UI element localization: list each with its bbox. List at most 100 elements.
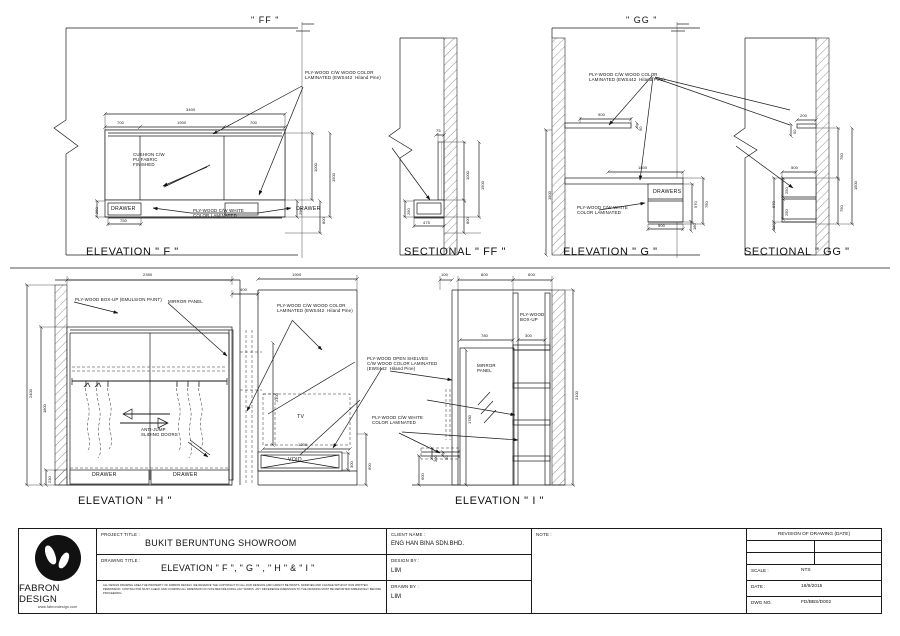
- view-title-elevation-h: ELEVATION " H ": [78, 495, 173, 507]
- project-title-value: BUKIT BERUNTUNG SHOWROOM: [145, 538, 297, 548]
- revision-divider: [814, 541, 815, 552]
- annotation-plywood-wood-g: PLY-WOOD C/W WOOD COLOR LAMINATED (EWS44…: [589, 72, 665, 83]
- company-url: www.fabrondesign.com: [37, 605, 78, 609]
- dim-ff-panel-height: 1000: [465, 171, 470, 180]
- label-drawer-f-right: DRAWER: [296, 206, 321, 212]
- label-drawer-h-left: DRAWER: [92, 472, 117, 478]
- dim-tv-width: 1200: [298, 442, 308, 447]
- dim-h-gap: 400: [240, 287, 247, 292]
- dim-gg-shelf-depth: 200: [800, 113, 807, 118]
- dim-gg-drawer-depth: 500: [791, 165, 798, 170]
- label-drawer-f-left: DRAWER: [111, 206, 136, 212]
- dim-gg-lower-height: 750: [839, 205, 844, 212]
- annotation-plywood-wood-tv: PLY-WOOD C/W WOOD COLOR LAMINATED (EWS44…: [277, 303, 353, 314]
- dim-g-wall-height: 1500: [547, 191, 552, 200]
- label-mirror-panel-i: MIRROR PANEL: [477, 363, 496, 374]
- drawing-title-row: DRAWING TITLE : ELEVATION " F ", " G " ,…: [97, 555, 386, 581]
- dim-f-drawer-height-left: 290: [94, 207, 99, 214]
- client-name-label: CLIENT NAME :: [391, 532, 426, 537]
- view-title-sectional-ff: SECTIONAL " FF ": [404, 246, 506, 258]
- dim-tv-void-height: 300: [349, 461, 354, 468]
- scale-row: SCALE : NTS: [747, 565, 881, 581]
- title-block-revision: REVISION OF DRAWING (DATE) SCALE : NTS D…: [747, 529, 881, 613]
- dim-g-drawer-width: 500: [658, 223, 665, 228]
- title-block-client: CLIENT NAME : ENG HAN BINA SDN.BHD. DESI…: [387, 529, 532, 613]
- design-by-value: LIM: [391, 568, 402, 574]
- dim-gg-shelf-thickness: 50: [792, 129, 797, 134]
- label-tv: TV: [297, 414, 305, 420]
- revision-divider: [814, 553, 815, 564]
- dim-h-width: 2390: [143, 272, 153, 277]
- dim-h-hanging-height: 1800: [42, 404, 47, 413]
- elevation-h-view: [25, 276, 260, 487]
- elevation-g-view: [544, 22, 791, 258]
- drawn-by-value: LIM: [391, 594, 402, 600]
- dim-g-plinth: 180: [692, 223, 697, 230]
- dim-i-d3: 600: [528, 272, 535, 277]
- dim-f-mid-bay: 1900: [177, 120, 187, 125]
- dim-g-shelf-thickness: 50: [638, 126, 643, 131]
- tv-bay-view: [239, 275, 383, 487]
- dim-i-d1: 100: [441, 272, 448, 277]
- dim-ff-drawer-depth: 475: [423, 220, 430, 225]
- dim-gg-overall-height: 1500: [853, 181, 858, 190]
- dim-f-seat-height: 1000: [313, 163, 318, 172]
- dim-i-mirror-width: 780: [481, 333, 488, 338]
- section-marker-gg: " GG ": [626, 15, 658, 25]
- revision-header: REVISION OF DRAWING (DATE): [777, 531, 851, 537]
- dim-gg-drawers-height: 570: [771, 201, 776, 208]
- drawing-title-label: DRAWING TITLE :: [101, 558, 141, 563]
- dim-ff-drawer-height: 290: [406, 208, 411, 215]
- fabron-logo-icon: [34, 535, 81, 581]
- elevation-i-view: [389, 276, 575, 487]
- annotation-plywood-boxup-i: PLY-WOOD BOX-UP: [520, 312, 545, 323]
- annotation-plywood-wood-f: PLY-WOOD C/W WOOD COLOR LAMINATED (EWS44…: [305, 70, 381, 81]
- dim-h-drawer-height: 230: [47, 476, 52, 483]
- dim-g-counter-height: 750: [704, 201, 709, 208]
- annotation-plywood-white-g: PLY-WOOD C/W WHITE COLOR LAMINATED: [577, 205, 628, 216]
- annotation-cushion: CUSHION C/W PU FABRIC FINISHED: [133, 152, 165, 168]
- design-by-row: DESIGN BY : LIM: [387, 555, 531, 581]
- label-drawers-g: DRAWERS: [653, 189, 682, 195]
- annotation-plywood-white-f: PLY-WOOD C/W WHITE COLOR LAMINATED: [193, 208, 244, 219]
- title-block-note: NOTE :: [532, 529, 747, 613]
- dim-tv-base-height: 600: [367, 463, 372, 470]
- view-title-elevation-g: ELEVATION " G ": [563, 246, 658, 258]
- dim-f-drawer-width: 750: [120, 218, 127, 223]
- title-block-titles: PROJECT TITLE : BUKIT BERUNTUNG SHOWROOM…: [97, 529, 387, 613]
- company-logo: FABRON DESIGN www.fabrondesign.com: [19, 529, 97, 613]
- dim-i-low-thickness: 50: [444, 455, 449, 460]
- dim-tv-bay-height: 2100: [274, 393, 279, 402]
- annotation-anti-jump: ANTI-JUMP SLIDING DOORS: [141, 427, 178, 438]
- dim-i-shelf-depth: 300: [525, 333, 532, 338]
- revision-row-1: [747, 541, 881, 553]
- dim-g-shelf-width: 900: [598, 112, 605, 117]
- dim-ff-panel-thickness: 75: [436, 128, 441, 133]
- dim-i-low-height: 300: [433, 455, 438, 462]
- date-label: DATE :: [751, 584, 766, 589]
- dim-f-left-bay: 700: [117, 120, 124, 125]
- sectional-gg-view: [733, 37, 854, 256]
- annotation-mirror-panel-h: MIRROR PANEL: [168, 299, 203, 304]
- dim-f-total: 3400: [186, 107, 196, 112]
- view-title-sectional-gg: SECTIONAL " GG ": [744, 246, 850, 258]
- design-by-label: DESIGN BY :: [391, 558, 420, 563]
- note-label: NOTE :: [536, 532, 552, 537]
- label-void: VOID: [288, 457, 302, 463]
- annotation-open-shelves: PLY-WOOD OPEN SHELVES C/W WOOD COLOR LAM…: [367, 356, 438, 372]
- scale-value: NTS: [801, 568, 811, 573]
- project-title-row: PROJECT TITLE : BUKIT BERUNTUNG SHOWROOM: [97, 529, 386, 555]
- dim-gg-counter-height: 750: [839, 153, 844, 160]
- dim-i-overall-height: 2100: [574, 391, 579, 400]
- label-drawer-h-right: DRAWER: [173, 472, 198, 478]
- dim-tv-bay-width: 1900: [292, 272, 302, 277]
- disclaimer-row: ALL DESIGN DRAWING AREA THE PROPERTY OF …: [97, 581, 386, 613]
- scale-label: SCALE :: [751, 568, 769, 573]
- dwg-no-value: FD/BBS/D002: [801, 600, 832, 605]
- revision-header-row: REVISION OF DRAWING (DATE): [747, 529, 881, 541]
- date-row: DATE : 18/9/2015: [747, 581, 881, 597]
- company-name: FABRON DESIGN: [19, 583, 60, 605]
- dim-i-base-height: 600: [420, 473, 425, 480]
